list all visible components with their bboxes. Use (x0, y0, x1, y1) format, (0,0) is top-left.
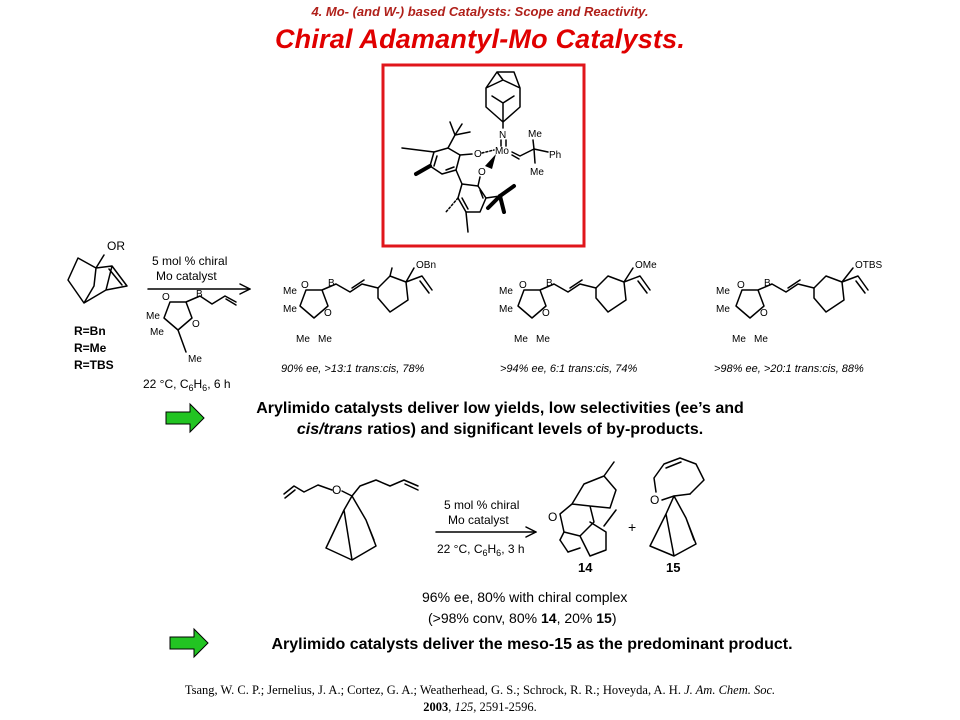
product3-me3-label: Me (732, 334, 746, 345)
catalyst-structure: N Mo Me Ph Me O O (381, 63, 586, 248)
product3-me1-label: Me (716, 286, 730, 297)
product3-o2-label: O (760, 308, 768, 319)
atom-label-o1: O (474, 149, 482, 160)
product-obn: OBn B O O Me Me Me Me 90% ee, >13:1 tran… (281, 260, 436, 375)
product-15: O 15 (649, 457, 705, 575)
scheme1-substrate: OR (67, 239, 128, 304)
plus-sign: + (628, 519, 636, 535)
note-arylimido-low-yields: Arylimido catalysts deliver low yields, … (200, 398, 800, 440)
reagent-o1-label: O (162, 292, 170, 303)
product1-me3-label: Me (296, 334, 310, 345)
product15-o-label: O (650, 493, 659, 507)
product1-me1-label: Me (283, 286, 297, 297)
scheme2-substrate: O (283, 479, 419, 561)
product2-me4-label: Me (536, 334, 550, 345)
note1-line1: Arylimido catalysts deliver low yields, … (256, 400, 744, 417)
r-group-list: R=Bn R=Me R=TBS (74, 324, 114, 372)
substrate2-o-label: O (332, 483, 341, 497)
product3-me4-label: Me (754, 334, 768, 345)
product1-me2-label: Me (283, 304, 297, 315)
product1-o1-label: O (301, 280, 309, 291)
product3-me2-label: Me (716, 304, 730, 315)
product3-group-label: OTBS (855, 260, 883, 271)
scheme1-condition-line2: Mo catalyst (156, 269, 217, 283)
product2-group-label: OMe (635, 260, 657, 271)
section-subtitle: 4. Mo- (and W-) based Catalysts: Scope a… (311, 4, 649, 19)
scheme2-arrow: 5 mol % chiral Mo catalyst 22 °C, C6H6, … (435, 498, 537, 558)
product1-result: 90% ee, >13:1 trans:cis, 78% (281, 363, 425, 375)
scheme1-temperature: 22 °C, C6H6, 6 h (143, 377, 231, 393)
page-title: Chiral Adamantyl-Mo Catalysts. (274, 24, 686, 54)
r-group-tbs: R=TBS (74, 358, 114, 372)
r-group-me: R=Me (74, 341, 107, 355)
substrate-or-label: OR (107, 239, 125, 253)
scheme2-result-line1: 96% ee, 80% with chiral complex (422, 589, 627, 605)
atom-label-mo: Mo (495, 146, 509, 157)
scheme1-temp-text: 22 °C, C6H6, 6 h (143, 377, 231, 393)
scheme2-result-line2: (>98% conv, 80% 14, 20% 15) (428, 610, 617, 626)
atom-label-ph: Ph (549, 150, 561, 161)
r-group-bn: R=Bn (74, 324, 106, 338)
note-arylimido-meso: Arylimido catalysts deliver the meso-15 … (271, 636, 793, 653)
reagent-b-label: B (196, 289, 203, 300)
compound-15-label: 15 (666, 560, 680, 575)
scheme1-arrow: 5 mol % chiral Mo catalyst (147, 254, 251, 295)
scheme2-temp-text: 22 °C, C6H6, 3 h (437, 542, 525, 558)
product1-group-label: OBn (416, 260, 436, 271)
product2-o1-label: O (519, 280, 527, 291)
product2-result: >94% ee, 6:1 trans:cis, 74% (500, 363, 637, 375)
product-otbs: OTBS B O O Me Me Me Me >98% ee, >20:1 tr… (714, 260, 883, 375)
product2-me1-label: Me (499, 286, 513, 297)
green-arrow-1 (165, 402, 205, 434)
atom-label-o2: O (478, 167, 486, 178)
product3-b-label: B (764, 278, 771, 289)
product1-b-label: B (328, 278, 335, 289)
product1-me4-label: Me (318, 334, 332, 345)
product1-o2-label: O (324, 308, 332, 319)
green-arrow-2 (169, 627, 209, 659)
atom-label-n: N (499, 130, 506, 141)
product2-o2-label: O (542, 308, 550, 319)
product2-me2-label: Me (499, 304, 513, 315)
scheme2-condition-line1: 5 mol % chiral (444, 498, 519, 512)
compound-14-label: 14 (578, 560, 593, 575)
scheme2-result: 96% ee, 80% with chiral complex (>98% co… (422, 589, 627, 626)
reagent-me1-label: Me (146, 311, 160, 322)
reagent-o2-label: O (192, 319, 200, 330)
atom-label-me2: Me (530, 167, 544, 178)
product2-b-label: B (546, 278, 553, 289)
product3-result: >98% ee, >20:1 trans:cis, 88% (714, 363, 864, 375)
product2-me3-label: Me (514, 334, 528, 345)
product3-o1-label: O (737, 280, 745, 291)
allyl-boronate-reagent: B O O Me Me Me (146, 289, 237, 365)
scheme1-condition-line1: 5 mol % chiral (152, 254, 227, 268)
product-14: O 14 (548, 461, 617, 575)
catalyst-frame (381, 63, 586, 248)
reagent-me2-label: Me (150, 327, 164, 338)
reagent-me3-label: Me (188, 354, 202, 365)
citation-reference: Tsang, W. C. P.; Jernelius, J. A.; Corte… (184, 683, 776, 714)
product14-o-label: O (548, 510, 557, 524)
note1-line2: cis/trans ratios) and significant levels… (296, 421, 704, 438)
product-ome: OMe B O O Me Me Me Me >94% ee, 6:1 trans… (499, 260, 657, 375)
scheme2-condition-line2: Mo catalyst (448, 513, 509, 527)
atom-label-me1: Me (528, 129, 542, 140)
